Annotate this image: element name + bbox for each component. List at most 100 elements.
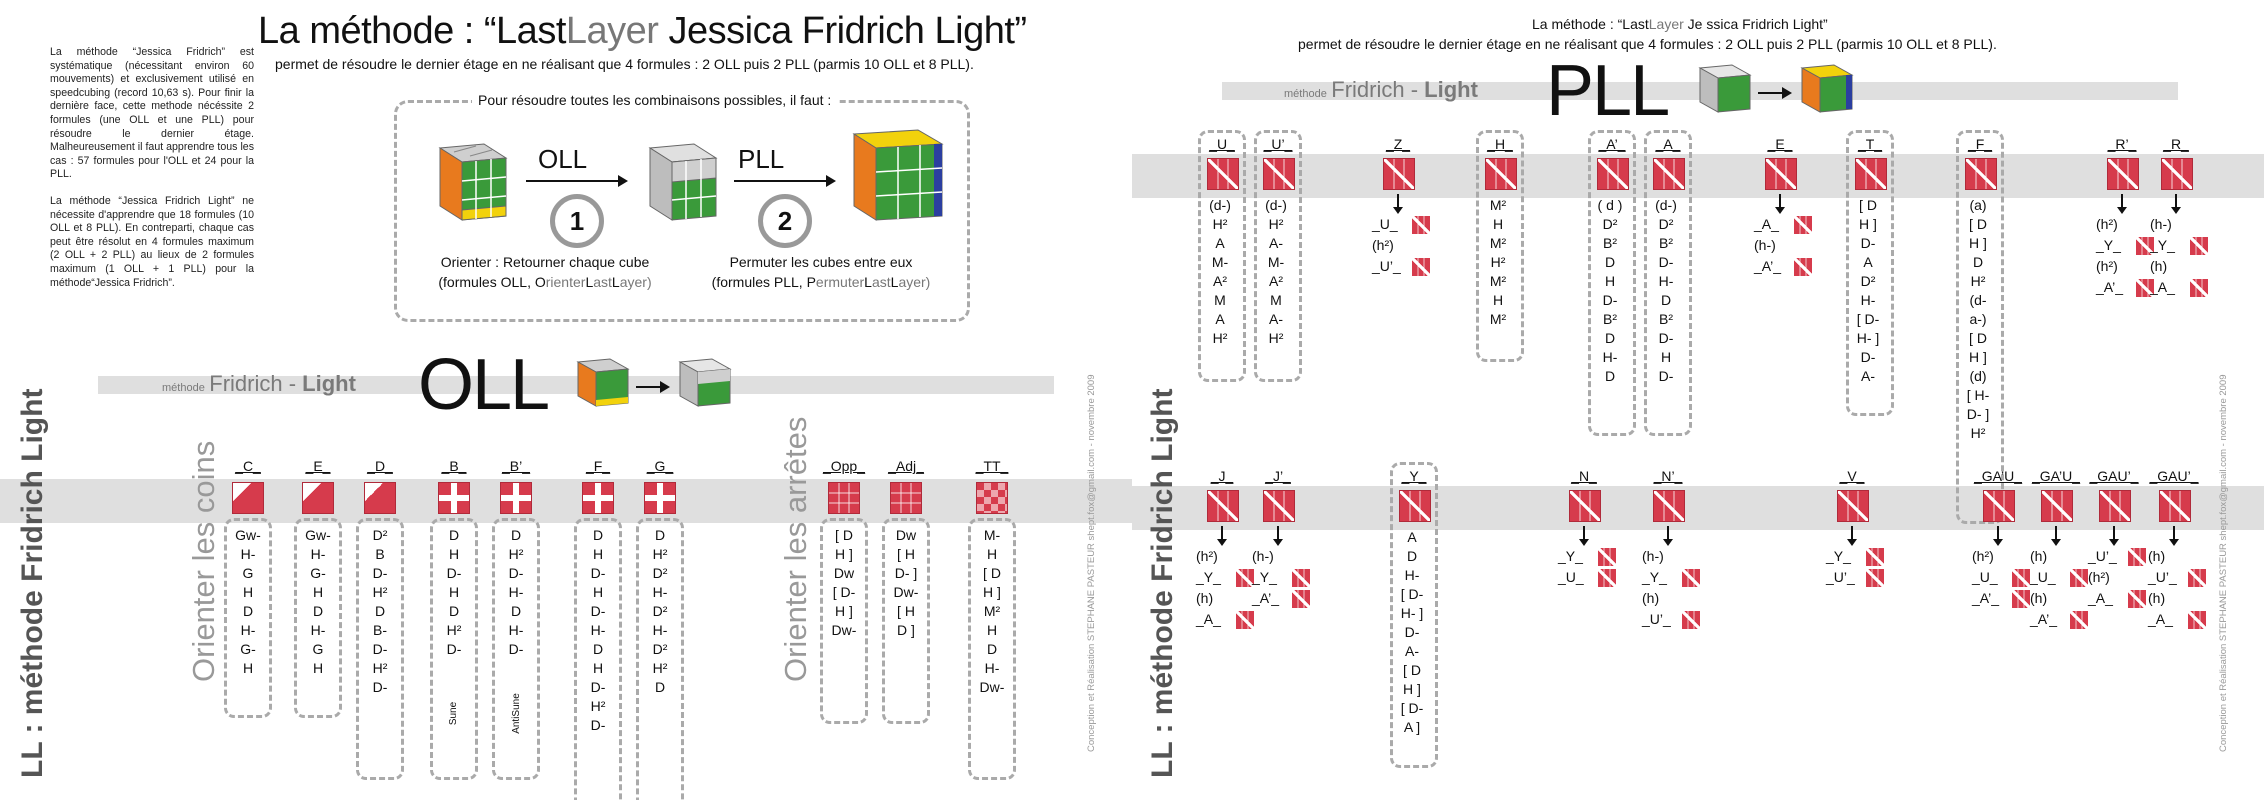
title-part: Je ssica Fridrich Light”: [1683, 16, 1828, 32]
formula-box: [1476, 130, 1524, 362]
mini-case-icon: [1682, 569, 1700, 587]
method-part: Fridrich: [1331, 77, 1405, 102]
caption-line: (formules OLL, OrienterLastLayer): [420, 272, 670, 292]
oll-case: _C_Gw- H- G H D H- G- H: [224, 458, 272, 758]
arrow-down-icon: [1847, 526, 1857, 546]
case-label: _A’_: [1584, 136, 1640, 152]
pll-case: _F_ (a) [ D H ] D H² (d- a-) [ D H ] (d) …: [1952, 130, 2008, 524]
oll-case: _F_D H D- H D- H- D H D- H² D-: [574, 458, 622, 800]
page-subtitle: permet de résoudre le dernier étage en n…: [275, 56, 974, 72]
formula-moves: D H D- H D H² D-: [446, 527, 462, 657]
case-pattern-icon: [1263, 158, 1295, 190]
pll-case: _N’_(h-) _Y_ (h) _U’_: [1640, 468, 1700, 768]
formula-box: [574, 518, 622, 800]
case-label: _GAU’_: [2146, 468, 2202, 484]
formula-moves: (d-) H² A- M- A² M A- H²: [1265, 197, 1287, 346]
case-label: _Z_: [1370, 136, 1426, 152]
mini-case-icon: [1866, 569, 1884, 587]
case-label-text: _J’_: [1265, 468, 1291, 484]
combo-formula: (h²) _Y_ (h) _A_: [1196, 548, 1221, 627]
case-note: [294, 646, 342, 657]
mini-case-icon: [1292, 590, 1310, 608]
formula-moves: D H² D- H- D H- D-: [508, 527, 524, 657]
case-pattern-icon: [500, 482, 532, 514]
case-label-text: _GA’U_: [1974, 468, 2022, 484]
intro-paragraph-2: La méthode “Jessica Fridrich Light” ne n…: [50, 194, 254, 289]
case-label-text: _N_: [1571, 468, 1597, 484]
mini-case-icon: [2190, 279, 2208, 297]
case-label-text: _H_: [1487, 136, 1513, 152]
formula-moves: D² B D- H² D B- D- H² D-: [372, 527, 388, 695]
case-label-text: _F_: [1967, 136, 1993, 152]
formula-box: [1846, 130, 1894, 416]
case-pattern-icon: [1383, 158, 1415, 190]
title-part: Last: [1622, 16, 1649, 32]
pll-case: _GAU’__U’_ (h²) _A_: [2086, 468, 2146, 768]
combo-formula: _U_ (h²) _U’_: [1372, 216, 1401, 274]
pll-case: _GA’U_(h²) _U_ _A’_: [1970, 468, 2030, 768]
formula-moves: (a) [ D H ] D H² (d- a-) [ D H ] (d) [ H…: [1966, 197, 1990, 441]
case-label-text: _GAU’_: [2089, 468, 2139, 484]
case-pattern-icon: [2099, 490, 2131, 522]
oll-case: _D_ D² B D- H² D B- D- H² D-: [356, 458, 404, 780]
section-band: [98, 376, 1054, 394]
formula-moves: M- H [ D H ] M² H D H- Dw-: [979, 527, 1005, 695]
caption-part: ast: [871, 274, 891, 290]
combo-formula: (h-) _Y_ (h) _A_: [2150, 216, 2175, 295]
mini-case-icon: [2012, 590, 2030, 608]
caption-part: L: [585, 274, 594, 290]
case-label: _D_: [356, 458, 404, 474]
combo-formula: (h-) _Y_ (h) _U’_: [1642, 548, 1671, 627]
case-pattern-icon: [2159, 490, 2191, 522]
case-label: _F_: [1952, 136, 2008, 152]
arrow-right-icon: [636, 381, 670, 393]
case-pattern-icon: [1399, 490, 1431, 522]
caption-line: Orienter : Retourner chaque cube: [440, 254, 650, 270]
step-2-label: PLL: [738, 144, 785, 174]
formula-moves: ( d ) D² B² D H D- B² D H- D: [1597, 197, 1623, 384]
case-note: [820, 652, 868, 663]
arrow-down-icon: [2169, 526, 2179, 546]
mini-case-icon: [2128, 548, 2146, 566]
case-note: [574, 740, 622, 751]
case-label: _V_: [1824, 468, 1880, 484]
case-pattern-icon: [438, 482, 470, 514]
case-pattern-icon: [1765, 158, 1797, 190]
formula-moves: [ D H ] Dw [ D- H ] Dw-: [831, 527, 857, 638]
mini-case-icon: [2136, 279, 2154, 297]
formula-box: [1644, 130, 1692, 436]
case-label: _B_: [430, 458, 478, 474]
formula-moves: Dw [ H D- ] Dw- [ H D ]: [893, 527, 919, 638]
caption-line: Permuter les cubes entre eux: [729, 254, 913, 270]
cases-band-top: [1132, 154, 2264, 198]
case-pattern-icon: [1263, 490, 1295, 522]
mini-case-icon: [2188, 611, 2206, 629]
title-part: ayer: [1656, 16, 1684, 32]
step-1-label: OLL: [538, 144, 588, 174]
case-label: _E_: [1752, 136, 1808, 152]
title-part: La méthode : “: [1532, 16, 1623, 32]
section-title-pll: PLL: [1546, 51, 1670, 131]
case-label: _B’_: [492, 458, 540, 474]
mini-case-icon: [1598, 569, 1616, 587]
formula-moves: (d-) H² A M- A² M A H²: [1209, 197, 1231, 346]
pll-case: _Y_A D H- [ D- H- ] D- A- [ D H ] [ D- A…: [1386, 462, 1442, 768]
arrow-down-icon: [1663, 526, 1673, 546]
case-label-text: _GA’U_: [2032, 468, 2080, 484]
case-label: _Opp_: [820, 458, 868, 474]
case-label-text: _Adj_: [888, 458, 924, 474]
caption-part: (formules PLL, P: [711, 274, 816, 290]
case-label-text: _F_: [585, 458, 611, 474]
cases-band: [0, 479, 1132, 523]
arrow-down-icon: [2171, 194, 2181, 214]
case-label: _C_: [224, 458, 272, 474]
arrow-down-icon: [2051, 526, 2061, 546]
arrow-down-icon: [1393, 194, 1403, 214]
mini-case-icon: [2070, 569, 2088, 587]
mini-case-icon: [2012, 569, 2030, 587]
case-label-text: _V_: [1839, 468, 1865, 484]
case-pattern-icon: [2041, 490, 2073, 522]
formula-box: [636, 518, 684, 800]
title-part: L: [1648, 16, 1657, 32]
formula-box: [1198, 130, 1246, 382]
